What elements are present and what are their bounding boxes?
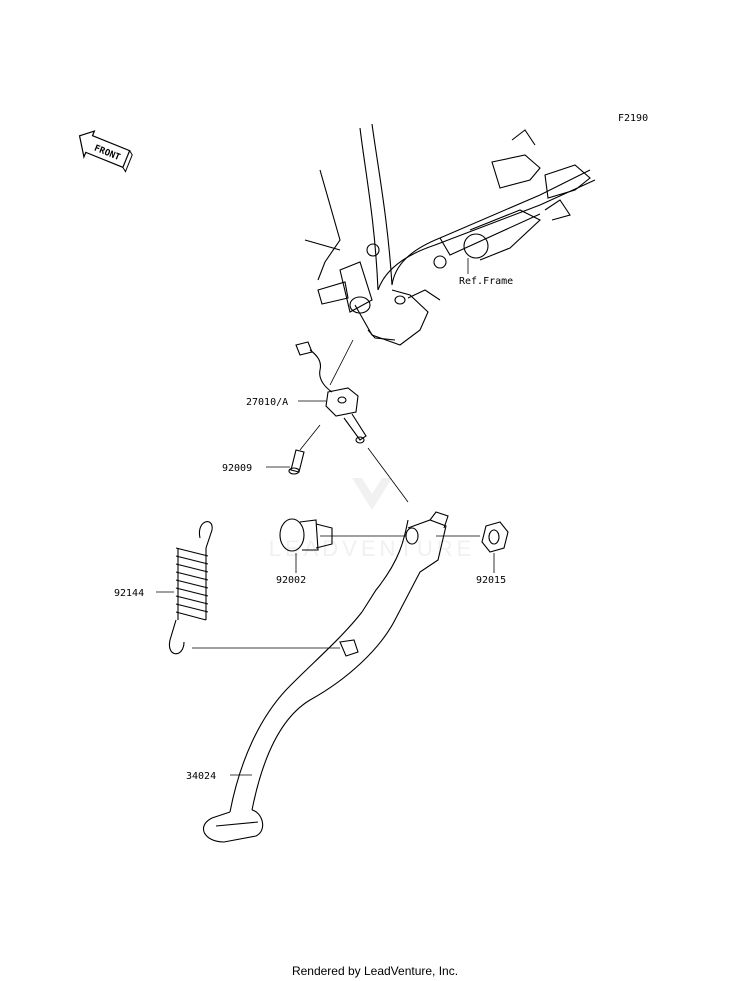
front-arrow-icon: FRONT	[78, 130, 133, 173]
part-label-92009: 92009	[222, 463, 252, 474]
frame-reference	[304, 123, 596, 346]
part-label-92002: 92002	[276, 575, 306, 586]
part-label-92144: 92144	[114, 588, 144, 599]
screw	[288, 449, 305, 475]
part-label-92015: 92015	[476, 575, 506, 586]
part-label-27010-a: 27010/A	[246, 397, 288, 408]
svg-text:LEADVENTURE: LEADVENTURE	[269, 536, 476, 561]
side-stand	[202, 511, 449, 843]
figure-code: F2190	[618, 113, 648, 124]
return-spring	[168, 521, 213, 655]
footer-credit: Rendered by LeadVenture, Inc.	[291, 964, 459, 978]
assembly-guide-lines	[192, 339, 480, 649]
nut	[481, 521, 509, 553]
side-stand-switch	[295, 341, 367, 444]
ref-frame-label: Ref.Frame	[459, 276, 513, 287]
watermark: LEADVENTURE	[269, 478, 476, 561]
pivot-bolt	[279, 518, 333, 552]
part-label-34024: 34024	[186, 771, 216, 782]
